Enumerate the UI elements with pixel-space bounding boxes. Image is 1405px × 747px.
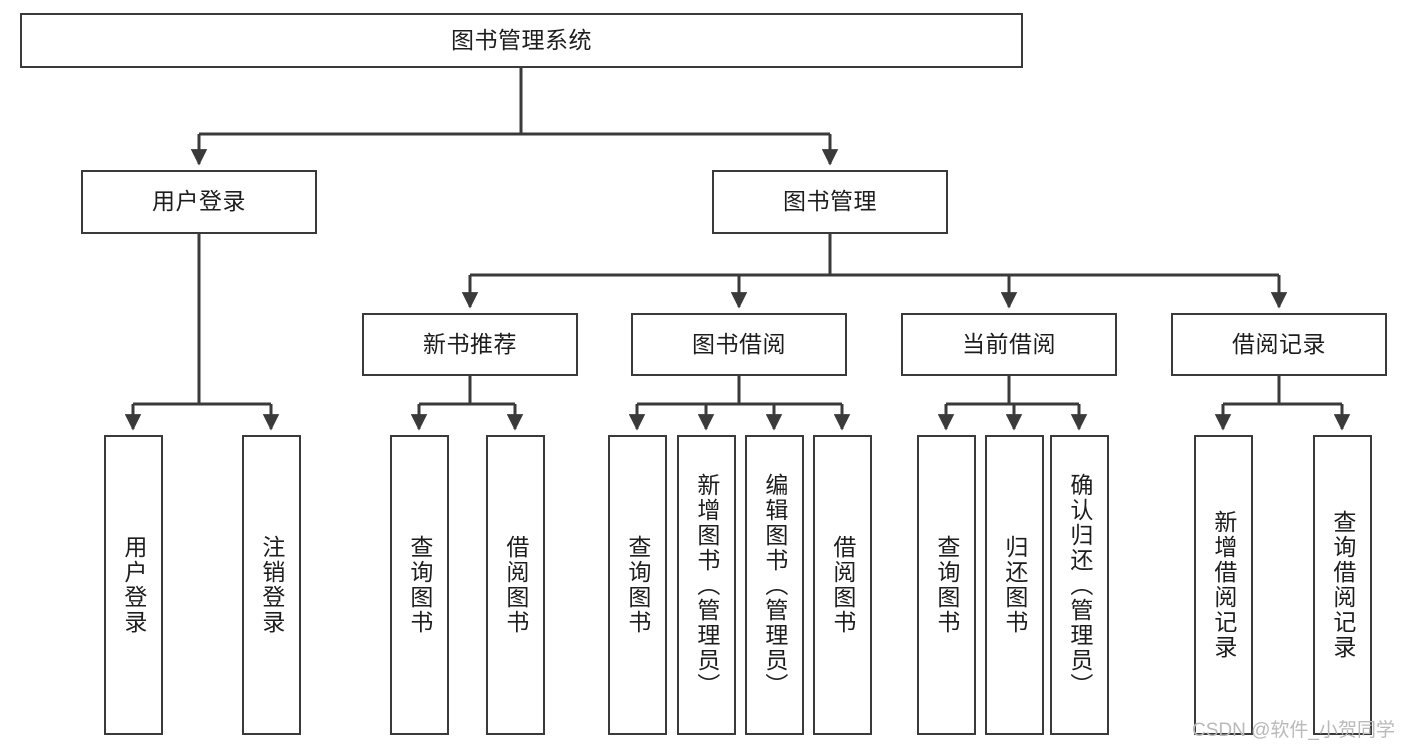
leaf-label: 查询借阅记录 (1329, 510, 1356, 660)
node-current-borrow: 当前借阅 (901, 313, 1117, 376)
node-leaf-borrow-book-1: 借阅图书 (486, 435, 545, 735)
node-leaf-return-book: 归还图书 (985, 435, 1044, 735)
leaf-label: 编辑图书（管理员） (761, 472, 788, 698)
node-leaf-query-book-1: 查询图书 (390, 435, 449, 735)
leaf-label: 用户登录 (120, 535, 147, 635)
node-leaf-edit-book: 编辑图书（管理员） (745, 435, 804, 735)
leaf-label: 查询图书 (406, 535, 433, 635)
leaf-label: 归还图书 (1001, 535, 1028, 635)
leaf-label: 新增借阅记录 (1210, 510, 1237, 660)
leaf-label: 借阅图书 (829, 535, 856, 635)
node-new-book-recommend: 新书推荐 (362, 313, 578, 376)
leaf-label: 借阅图书 (502, 535, 529, 635)
leaf-label: 注销登录 (258, 535, 285, 635)
node-leaf-query-record: 查询借阅记录 (1313, 435, 1372, 735)
node-book-manage: 图书管理 (712, 170, 948, 234)
node-borrow-record: 借阅记录 (1171, 313, 1387, 376)
node-user-login: 用户登录 (81, 170, 317, 234)
leaf-label: 查询图书 (933, 535, 960, 635)
node-leaf-query-book-3: 查询图书 (917, 435, 976, 735)
leaf-label: 确认归还（管理员） (1066, 472, 1093, 698)
node-leaf-add-book: 新增图书（管理员） (677, 435, 736, 735)
node-leaf-add-record: 新增借阅记录 (1194, 435, 1253, 735)
leaf-label: 新增图书（管理员） (693, 472, 720, 698)
csdn-watermark: CSDN @软件_小贺同学 (1192, 720, 1395, 741)
node-root: 图书管理系统 (20, 13, 1023, 68)
node-book-borrow: 图书借阅 (631, 313, 847, 376)
node-leaf-logout-login: 注销登录 (242, 435, 301, 735)
leaf-label: 查询图书 (624, 535, 651, 635)
node-leaf-user-login: 用户登录 (104, 435, 163, 735)
node-leaf-confirm-return: 确认归还（管理员） (1050, 435, 1109, 735)
node-leaf-query-book-2: 查询图书 (608, 435, 667, 735)
node-leaf-borrow-book-2: 借阅图书 (813, 435, 872, 735)
